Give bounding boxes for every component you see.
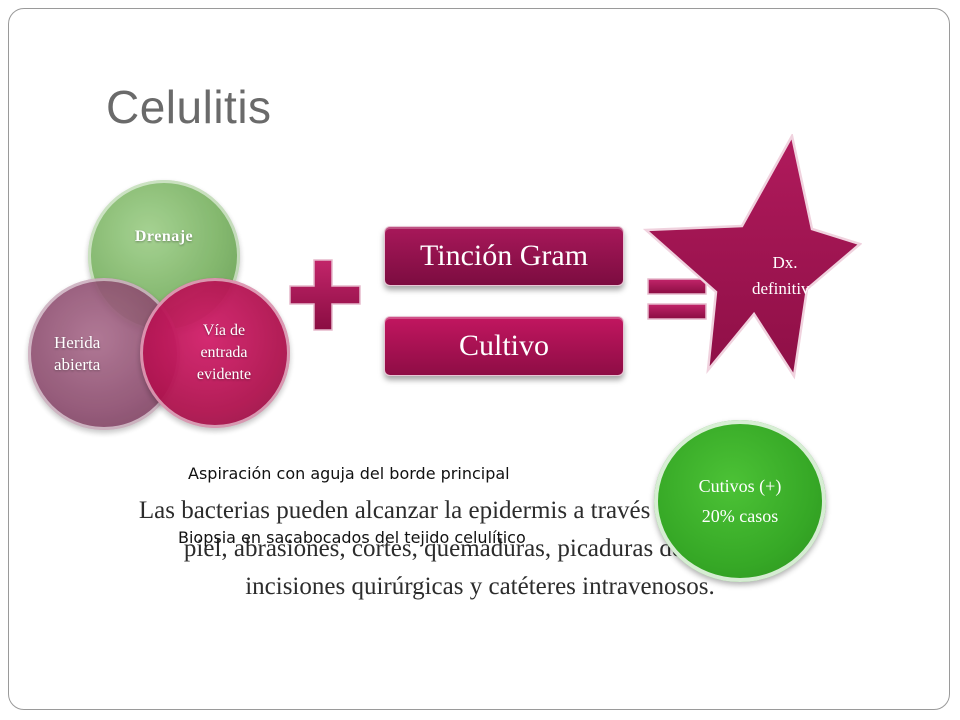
circle-cultivos-positivos: Cutivos (+) 20% casos [654,420,826,582]
slide-title: Celulitis [106,81,272,133]
star-label-line2: definitivo [751,279,819,298]
note-aspiracion: Aspiración con aguja del borde principal [188,464,510,483]
star-label-line1: Dx. [772,253,798,272]
body-line3: incisiones quirúrgicas y catéteres intra… [245,573,715,600]
via-label-line1: Vía de [202,322,246,339]
cultivo-box: Cultivo [384,316,624,376]
equals-icon [647,278,707,320]
star-label: Dx. definitivo [726,250,844,302]
circle-via-de-entrada: Vía de entrada evidente [140,278,290,428]
tincion-gram-box: Tinción Gram [384,226,624,286]
herida-label-line2: abierta [54,355,101,374]
drenaje-label: Drenaje [134,228,194,245]
herida-label-line1: Herida [54,333,101,352]
note-biopsia: Biopsia en sacabocados del tejido celulí… [178,528,526,547]
star-shape [642,134,862,380]
plus-icon [289,259,361,331]
via-label-line3: evidente [196,366,252,383]
via-label-line2: entrada [200,344,248,361]
green-circle-line2: 20% casos [701,506,779,526]
green-circle-line1: Cutivos (+) [698,476,782,496]
